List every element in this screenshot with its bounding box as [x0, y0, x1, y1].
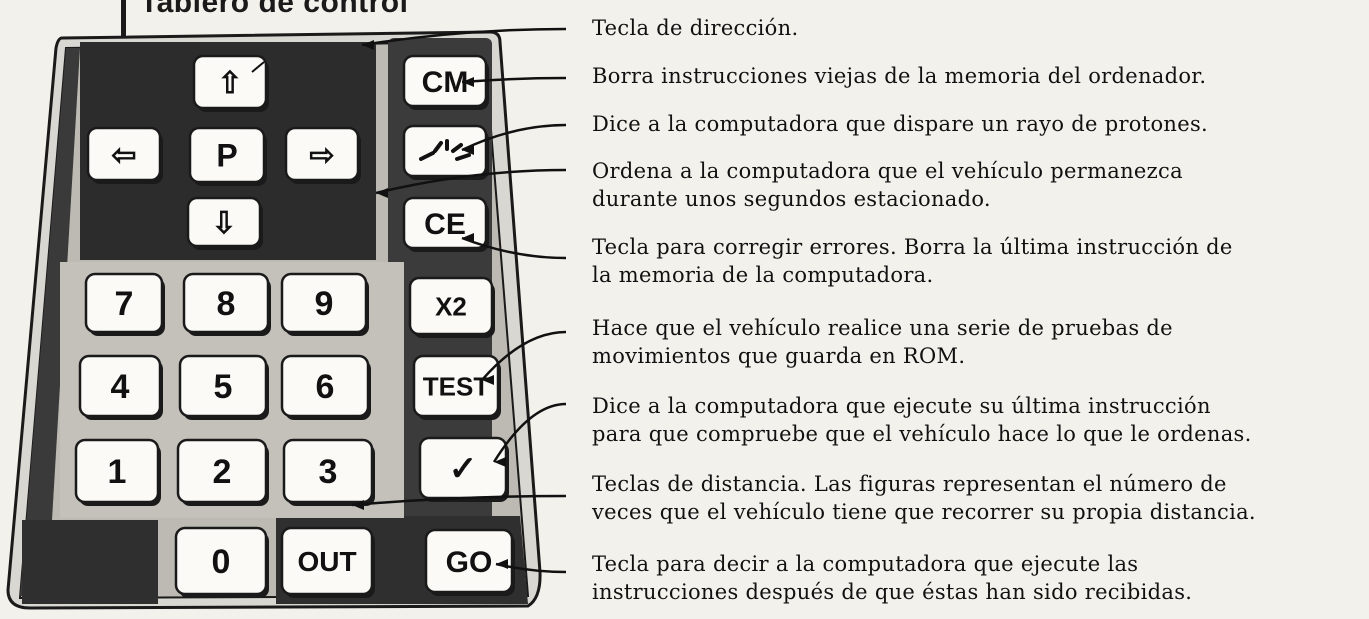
fire-key[interactable] — [402, 124, 489, 180]
description-line: movimientos que guarda en ROM. — [592, 344, 966, 368]
description-line: para que compruebe que el vehículo hace … — [592, 422, 1252, 446]
digit-3-key[interactable]: 3 — [282, 438, 375, 506]
description-line: Borra instrucciones viejas de la memoria… — [592, 64, 1207, 88]
check-key-label: ✓ — [449, 450, 478, 488]
key-description-8: Teclas de distancia. Las figuras represe… — [592, 470, 1256, 526]
digit-6-key-label: 6 — [316, 368, 335, 406]
diagram-title: Tablero de control — [140, 0, 409, 19]
go-key[interactable]: GO — [424, 528, 515, 596]
key-description-6: Hace que el vehículo realice una serie d… — [592, 314, 1173, 370]
digit-2-key-label: 2 — [213, 453, 232, 491]
left-arrow-key-label: ⇦ — [111, 139, 136, 172]
leader-arrowhead — [482, 375, 494, 385]
digit-1-key[interactable]: 1 — [74, 438, 161, 506]
leader-line — [492, 402, 567, 463]
leader-arrowhead — [462, 233, 474, 243]
leader-arrowhead — [496, 559, 508, 569]
test-key-label: TEST — [423, 371, 490, 401]
key-description-2: Borra instrucciones viejas de la memoria… — [592, 62, 1206, 90]
check-key[interactable]: ✓ — [418, 436, 509, 502]
up-arrow-key-label: ⇧ — [217, 67, 242, 100]
key-description-5: Tecla para corregir errores. Borra la úl… — [592, 233, 1233, 289]
title-rule — [121, 0, 126, 40]
digit-5-key[interactable]: 5 — [178, 354, 269, 420]
out-key-label: OUT — [297, 546, 356, 577]
description-line: Ordena a la computadora que el vehículo … — [592, 159, 1183, 183]
right-arrow-key[interactable]: ⇨ — [284, 126, 361, 184]
down-arrow-key[interactable]: ⇩ — [186, 196, 263, 250]
leader-line — [361, 27, 567, 47]
leader-line — [351, 494, 567, 507]
left-arrow-key[interactable]: ⇦ — [86, 126, 163, 184]
pause-key[interactable]: P — [188, 126, 267, 186]
down-arrow-key-label: ⇩ — [211, 207, 236, 240]
digit-4-key-label: 4 — [111, 368, 130, 406]
right-arrow-key-label: ⇨ — [309, 139, 334, 172]
leader-line — [375, 168, 567, 195]
digit-6-key[interactable]: 6 — [280, 354, 371, 420]
description-line: Hace que el vehículo realice una serie d… — [592, 316, 1173, 340]
description-line: durante unos segundos estacionado. — [592, 187, 991, 211]
leader-arrowhead — [376, 188, 388, 198]
clear-memory-key[interactable]: CM — [402, 54, 489, 110]
clear-error-key[interactable]: CE — [402, 196, 489, 252]
leader-arrowhead — [494, 457, 506, 467]
description-line: Tecla de dirección. — [592, 16, 799, 40]
clear-error-key-label: CE — [424, 208, 466, 241]
digit-9-key[interactable]: 9 — [280, 272, 369, 336]
digit-4-key[interactable]: 4 — [78, 354, 163, 420]
up-arrow-key[interactable]: ⇧ — [192, 54, 269, 112]
digit-7-key-label: 7 — [115, 285, 134, 323]
digit-2-key[interactable]: 2 — [176, 438, 269, 506]
leader-arrowhead — [362, 40, 374, 50]
leader-arrowhead — [462, 145, 474, 155]
digit-3-key-label: 3 — [319, 453, 338, 491]
out-key[interactable]: OUT — [280, 526, 375, 598]
digit-1-key-label: 1 — [108, 453, 127, 491]
test-key[interactable]: TEST — [412, 354, 501, 420]
description-line: Teclas de distancia. Las figuras represe… — [592, 472, 1227, 496]
go-key-label: GO — [446, 546, 493, 579]
tick-mark — [251, 61, 265, 73]
description-line: veces que el vehículo tiene que recorrer… — [592, 500, 1256, 524]
leader-line — [481, 330, 567, 381]
description-line: Dice a la computadora que dispare un ray… — [592, 112, 1209, 136]
proton-burst-icon — [419, 139, 471, 161]
key-description-1: Tecla de dirección. — [592, 14, 798, 42]
x2-key-label: X2 — [435, 291, 467, 321]
key-description-4: Ordena a la computadora que el vehículo … — [592, 157, 1183, 213]
clear-memory-key-label: CM — [422, 66, 469, 99]
pause-key-label: P — [216, 138, 237, 174]
description-line: la memoria de la computadora. — [592, 263, 934, 287]
key-description-9: Tecla para decir a la computadora que ej… — [592, 550, 1192, 606]
key-description-3: Dice a la computadora que dispare un ray… — [592, 110, 1208, 138]
digit-9-key-label: 9 — [315, 285, 334, 323]
leader-arrowhead — [352, 500, 364, 510]
description-line: instrucciones después de que éstas han s… — [592, 580, 1193, 604]
description-line: Tecla para corregir errores. Borra la úl… — [592, 235, 1233, 259]
digit-7-key[interactable]: 7 — [84, 272, 165, 336]
leader-arrowhead — [462, 77, 474, 87]
digit-5-key-label: 5 — [214, 368, 233, 406]
description-line: Tecla para decir a la computadora que ej… — [592, 552, 1139, 576]
digit-8-key-label: 8 — [217, 285, 236, 323]
key-description-7: Dice a la computadora que ejecute su últ… — [592, 392, 1252, 448]
digit-0-key[interactable]: 0 — [174, 526, 269, 598]
digit-0-key-label: 0 — [212, 543, 231, 581]
x2-key[interactable]: X2 — [408, 276, 495, 338]
digit-8-key[interactable]: 8 — [182, 272, 271, 336]
description-line: Dice a la computadora que ejecute su últ… — [592, 394, 1211, 418]
leader-line — [461, 123, 567, 152]
